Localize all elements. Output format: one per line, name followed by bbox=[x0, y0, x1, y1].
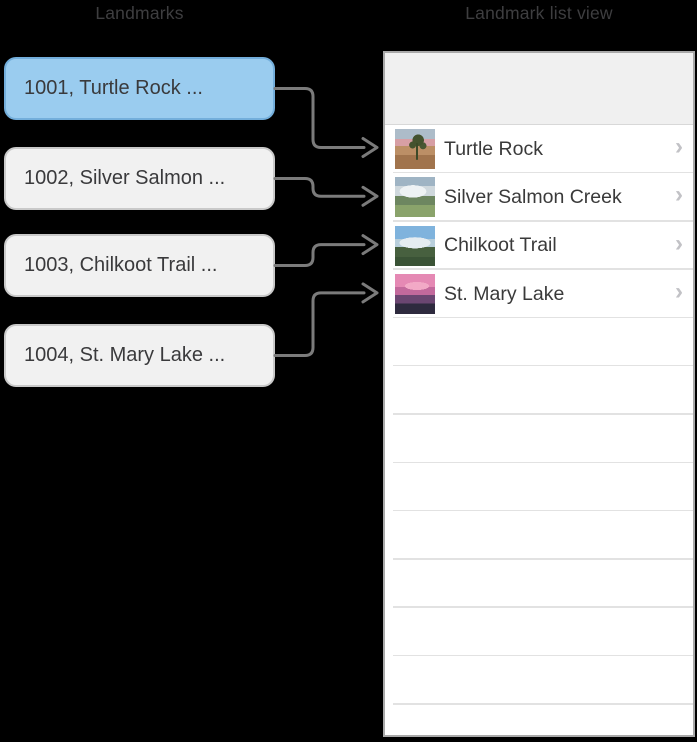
chilkoot-trail-photo bbox=[395, 225, 435, 266]
arrow-1002-to-silver-salmon-icon bbox=[273, 177, 379, 207]
record-1001-turtle-rock[interactable]: 1001, Turtle Rock ... bbox=[4, 57, 275, 120]
turtle-rock-photo bbox=[395, 129, 435, 170]
list-row-turtle-rock[interactable]: Turtle Rock › bbox=[385, 125, 693, 174]
empty-row bbox=[385, 414, 693, 464]
empty-row bbox=[385, 511, 693, 560]
record-label: 1001, Turtle Rock ... bbox=[24, 77, 203, 99]
record-1003-chilkoot-trail[interactable]: 1003, Chilkoot Trail ... bbox=[4, 234, 275, 297]
row-name: Silver Salmon Creek bbox=[444, 185, 622, 208]
record-label: 1003, Chilkoot Trail ... bbox=[24, 254, 218, 276]
list-row-chilkoot-trail[interactable]: Chilkoot Trail › bbox=[385, 221, 693, 271]
chevron-right-icon: › bbox=[675, 181, 683, 209]
empty-row bbox=[385, 607, 693, 657]
record-1004-st-mary-lake[interactable]: 1004, St. Mary Lake ... bbox=[4, 324, 275, 387]
left-column-title: Landmarks bbox=[95, 3, 184, 23]
empty-row bbox=[385, 559, 693, 609]
landmark-list-view: Turtle Rock › Silver Salmon Creek › Chil… bbox=[383, 51, 695, 737]
st-mary-lake-photo bbox=[395, 274, 435, 315]
arrow-1001-to-turtle-rock-icon bbox=[273, 87, 379, 158]
chevron-right-icon: › bbox=[675, 133, 683, 161]
list-row-silver-salmon-creek[interactable]: Silver Salmon Creek › bbox=[385, 173, 693, 222]
right-column-title: Landmark list view bbox=[465, 3, 613, 23]
record-1002-silver-salmon[interactable]: 1002, Silver Salmon ... bbox=[4, 147, 275, 210]
empty-row bbox=[385, 366, 693, 416]
empty-row bbox=[385, 463, 693, 512]
empty-row bbox=[385, 656, 693, 705]
record-label: 1004, St. Mary Lake ... bbox=[24, 344, 226, 366]
record-label: 1002, Silver Salmon ... bbox=[24, 167, 226, 189]
row-name: Chilkoot Trail bbox=[444, 234, 557, 257]
silver-salmon-creek-photo bbox=[395, 177, 435, 218]
row-name: Turtle Rock bbox=[444, 137, 543, 160]
chevron-right-icon: › bbox=[675, 229, 683, 257]
navigation-bar bbox=[385, 53, 693, 125]
chevron-right-icon: › bbox=[675, 278, 683, 306]
empty-row bbox=[385, 318, 693, 367]
arrow-1004-to-st-mary-icon bbox=[273, 282, 379, 357]
row-name: St. Mary Lake bbox=[444, 282, 565, 305]
arrow-1003-to-chilkoot-icon bbox=[273, 234, 379, 267]
empty-row bbox=[385, 704, 693, 735]
list-row-st-mary-lake[interactable]: St. Mary Lake › bbox=[385, 269, 693, 319]
